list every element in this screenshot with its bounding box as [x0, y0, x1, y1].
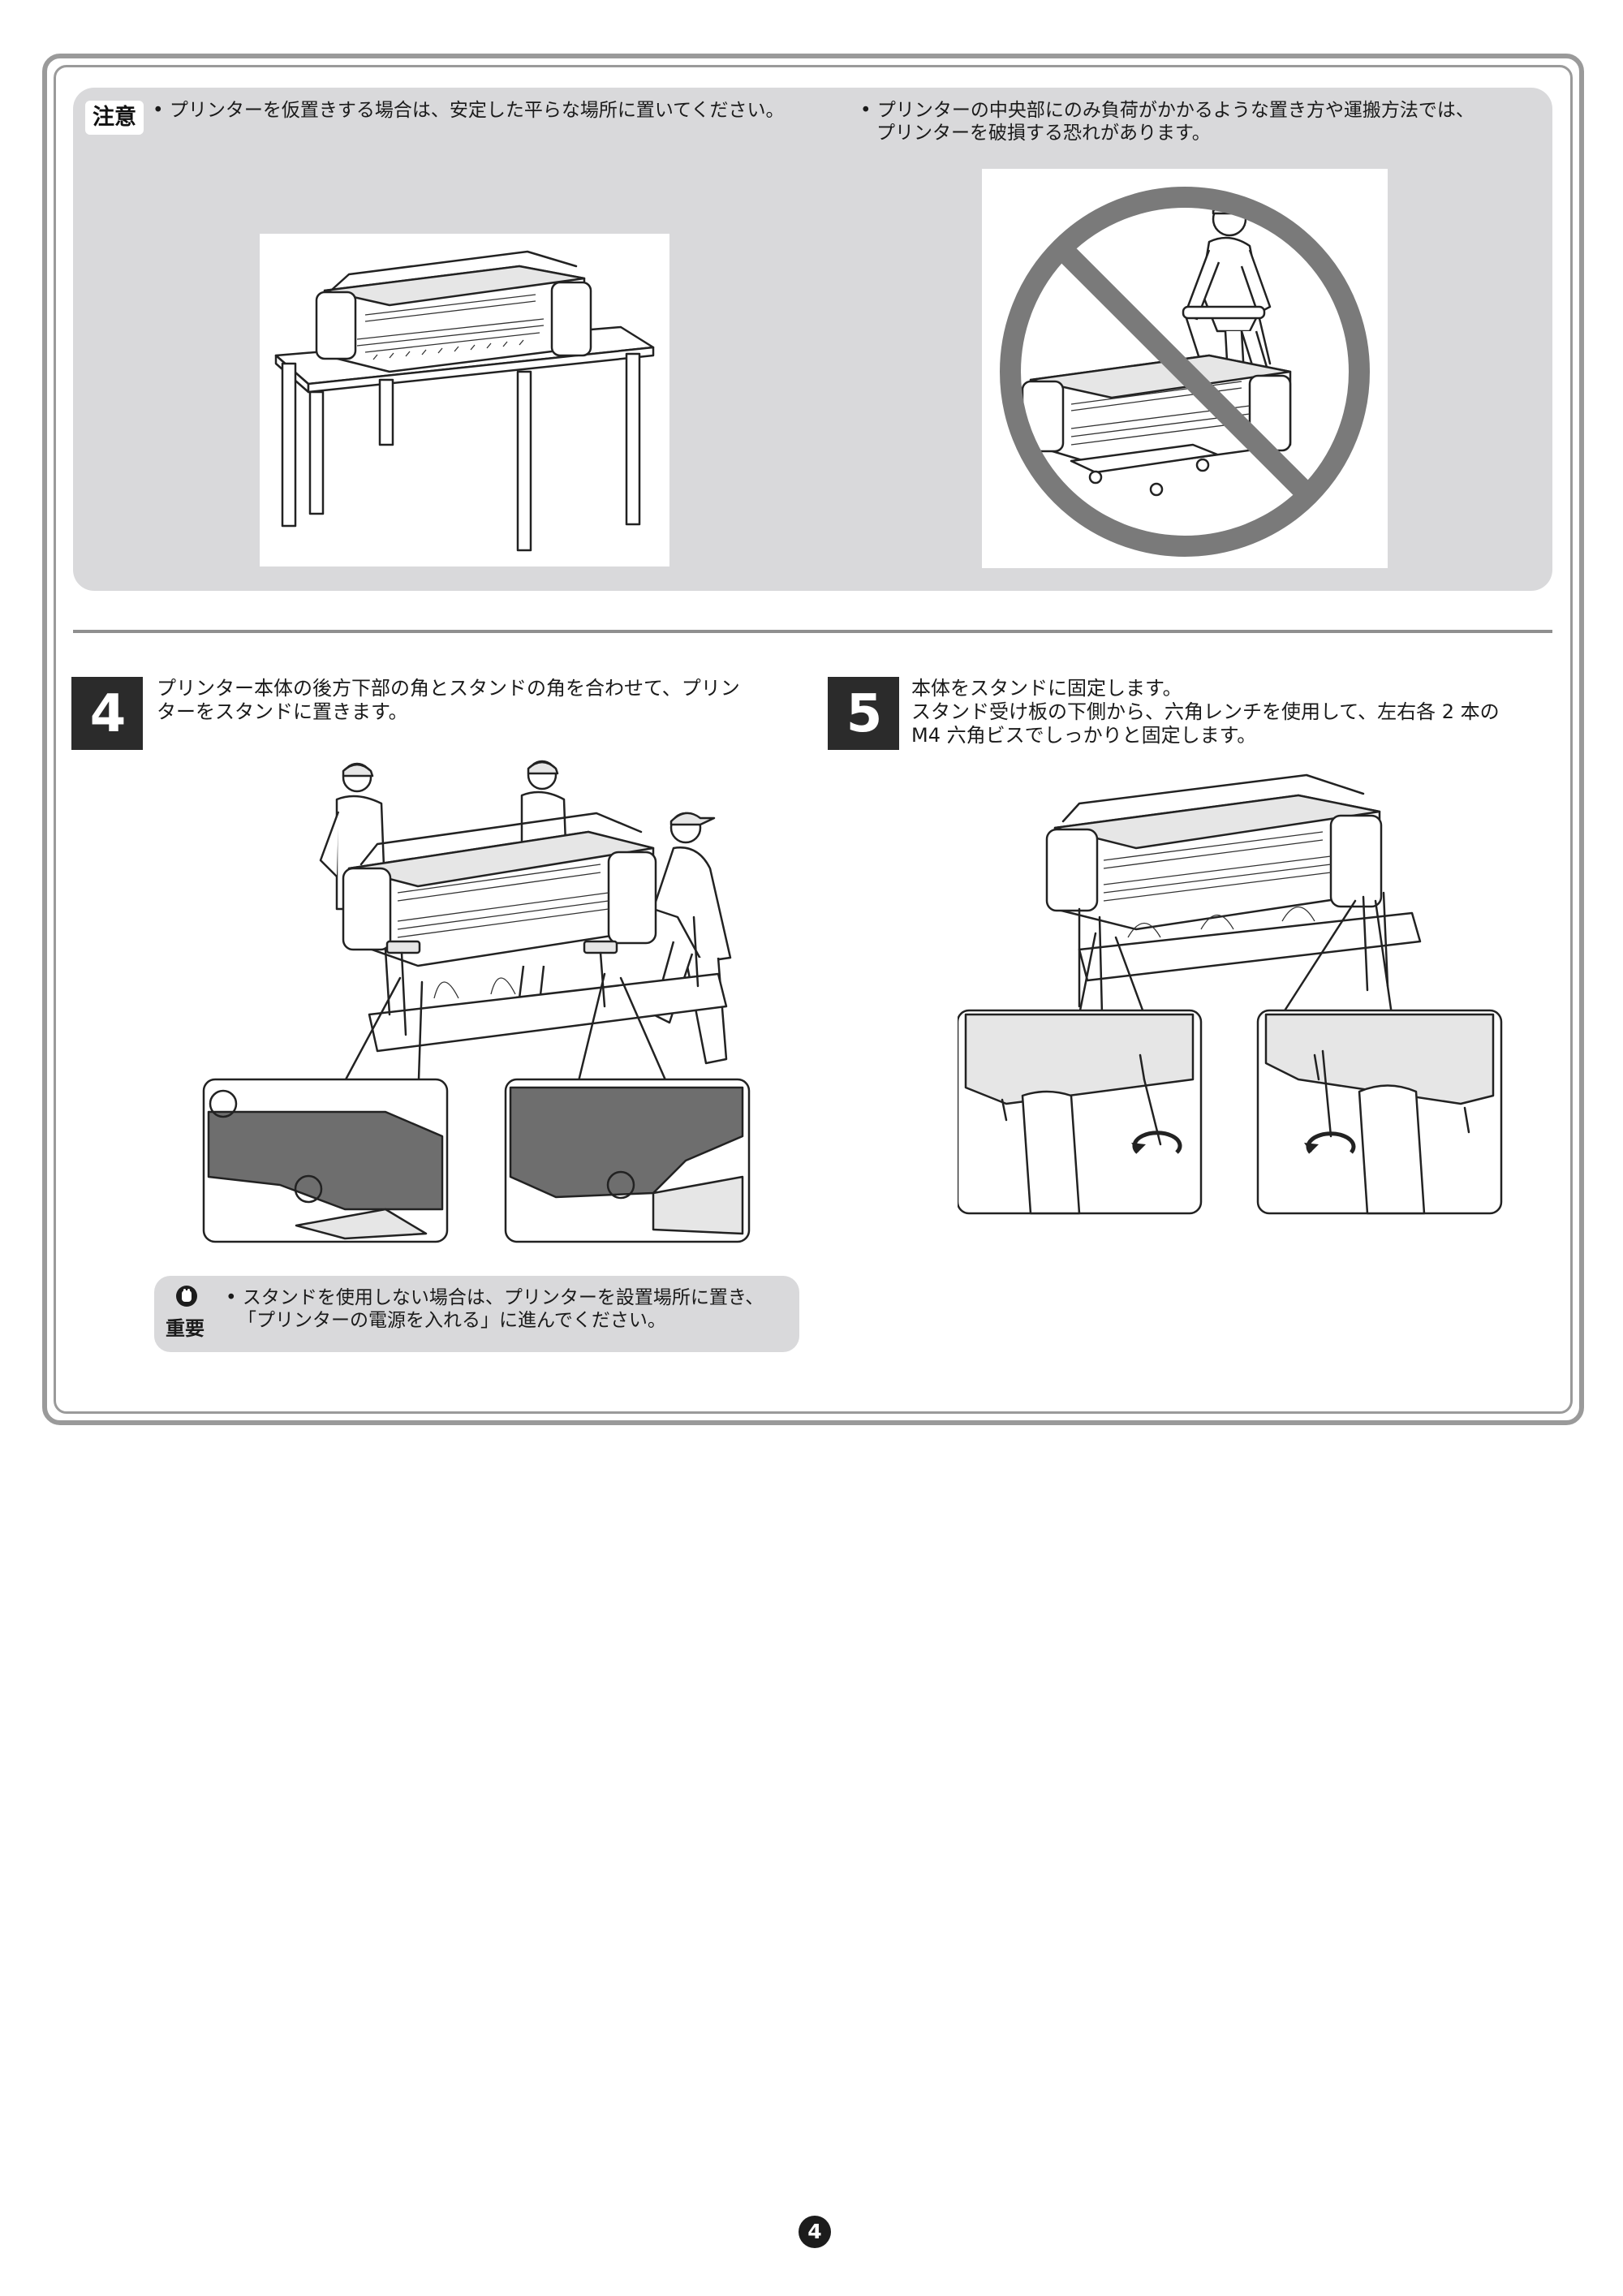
step-5-text-line3: M4 六角ビスでしっかりと固定します。: [911, 724, 1257, 747]
caution-label: 注意: [85, 101, 144, 135]
important-hand-icon: [176, 1286, 197, 1307]
rotate-arrow-icon: [1131, 1131, 1182, 1154]
step-4-badge: 4: [71, 677, 143, 750]
step-4-text-line1: プリンター本体の後方下部の角とスタンドの角を合わせて、プリン: [157, 677, 740, 700]
fix-printer-to-stand-illustration: [958, 771, 1518, 1226]
page-frame: [42, 54, 1584, 1425]
important-text-line2: 「プリンターの電源を入れる」に進んでください。: [238, 1310, 666, 1331]
step-4-text-line2: ターをスタンドに置きます。: [157, 700, 408, 723]
step-5-text-line1: 本体をスタンドに固定します。: [911, 677, 1182, 700]
page-frame-inner: [54, 65, 1573, 1414]
inset-right-corner-detail: [504, 1078, 751, 1243]
worker-center: [518, 760, 567, 1004]
important-panel: [154, 1276, 799, 1352]
page-number: 4: [799, 2216, 831, 2248]
mount-printer-on-stand-illustration: [199, 755, 759, 1258]
inset-left-screw-detail: [958, 1009, 1203, 1215]
printer-on-table-illustration: [260, 234, 669, 566]
step-5-badge: 5: [828, 677, 899, 750]
inset-left-corner-detail: [202, 1078, 449, 1243]
section-divider: [73, 630, 1552, 633]
important-label: 重要: [166, 1317, 204, 1340]
inset-right-screw-detail: [1256, 1009, 1503, 1215]
prohibited-carrying-illustration: [982, 169, 1388, 568]
caution-right-text-line1: • プリンターの中央部にのみ負荷がかかるような置き方や運搬方法では、: [860, 100, 1474, 121]
prohibition-icon: [1000, 187, 1370, 557]
worker-right: [652, 812, 732, 1065]
important-text-line1: • スタンドを使用しない場合は、プリンターを設置場所に置き、: [226, 1287, 764, 1308]
step-5-text-line2: スタンド受け板の下側から、六角レンチを使用して、左右各 2 本の: [911, 700, 1500, 723]
caution-left-text: • プリンターを仮置きする場合は、安定した平らな場所に置いてください。: [153, 100, 785, 121]
caution-right-text-line2: プリンターを破損する恐れがあります。: [876, 123, 1211, 144]
